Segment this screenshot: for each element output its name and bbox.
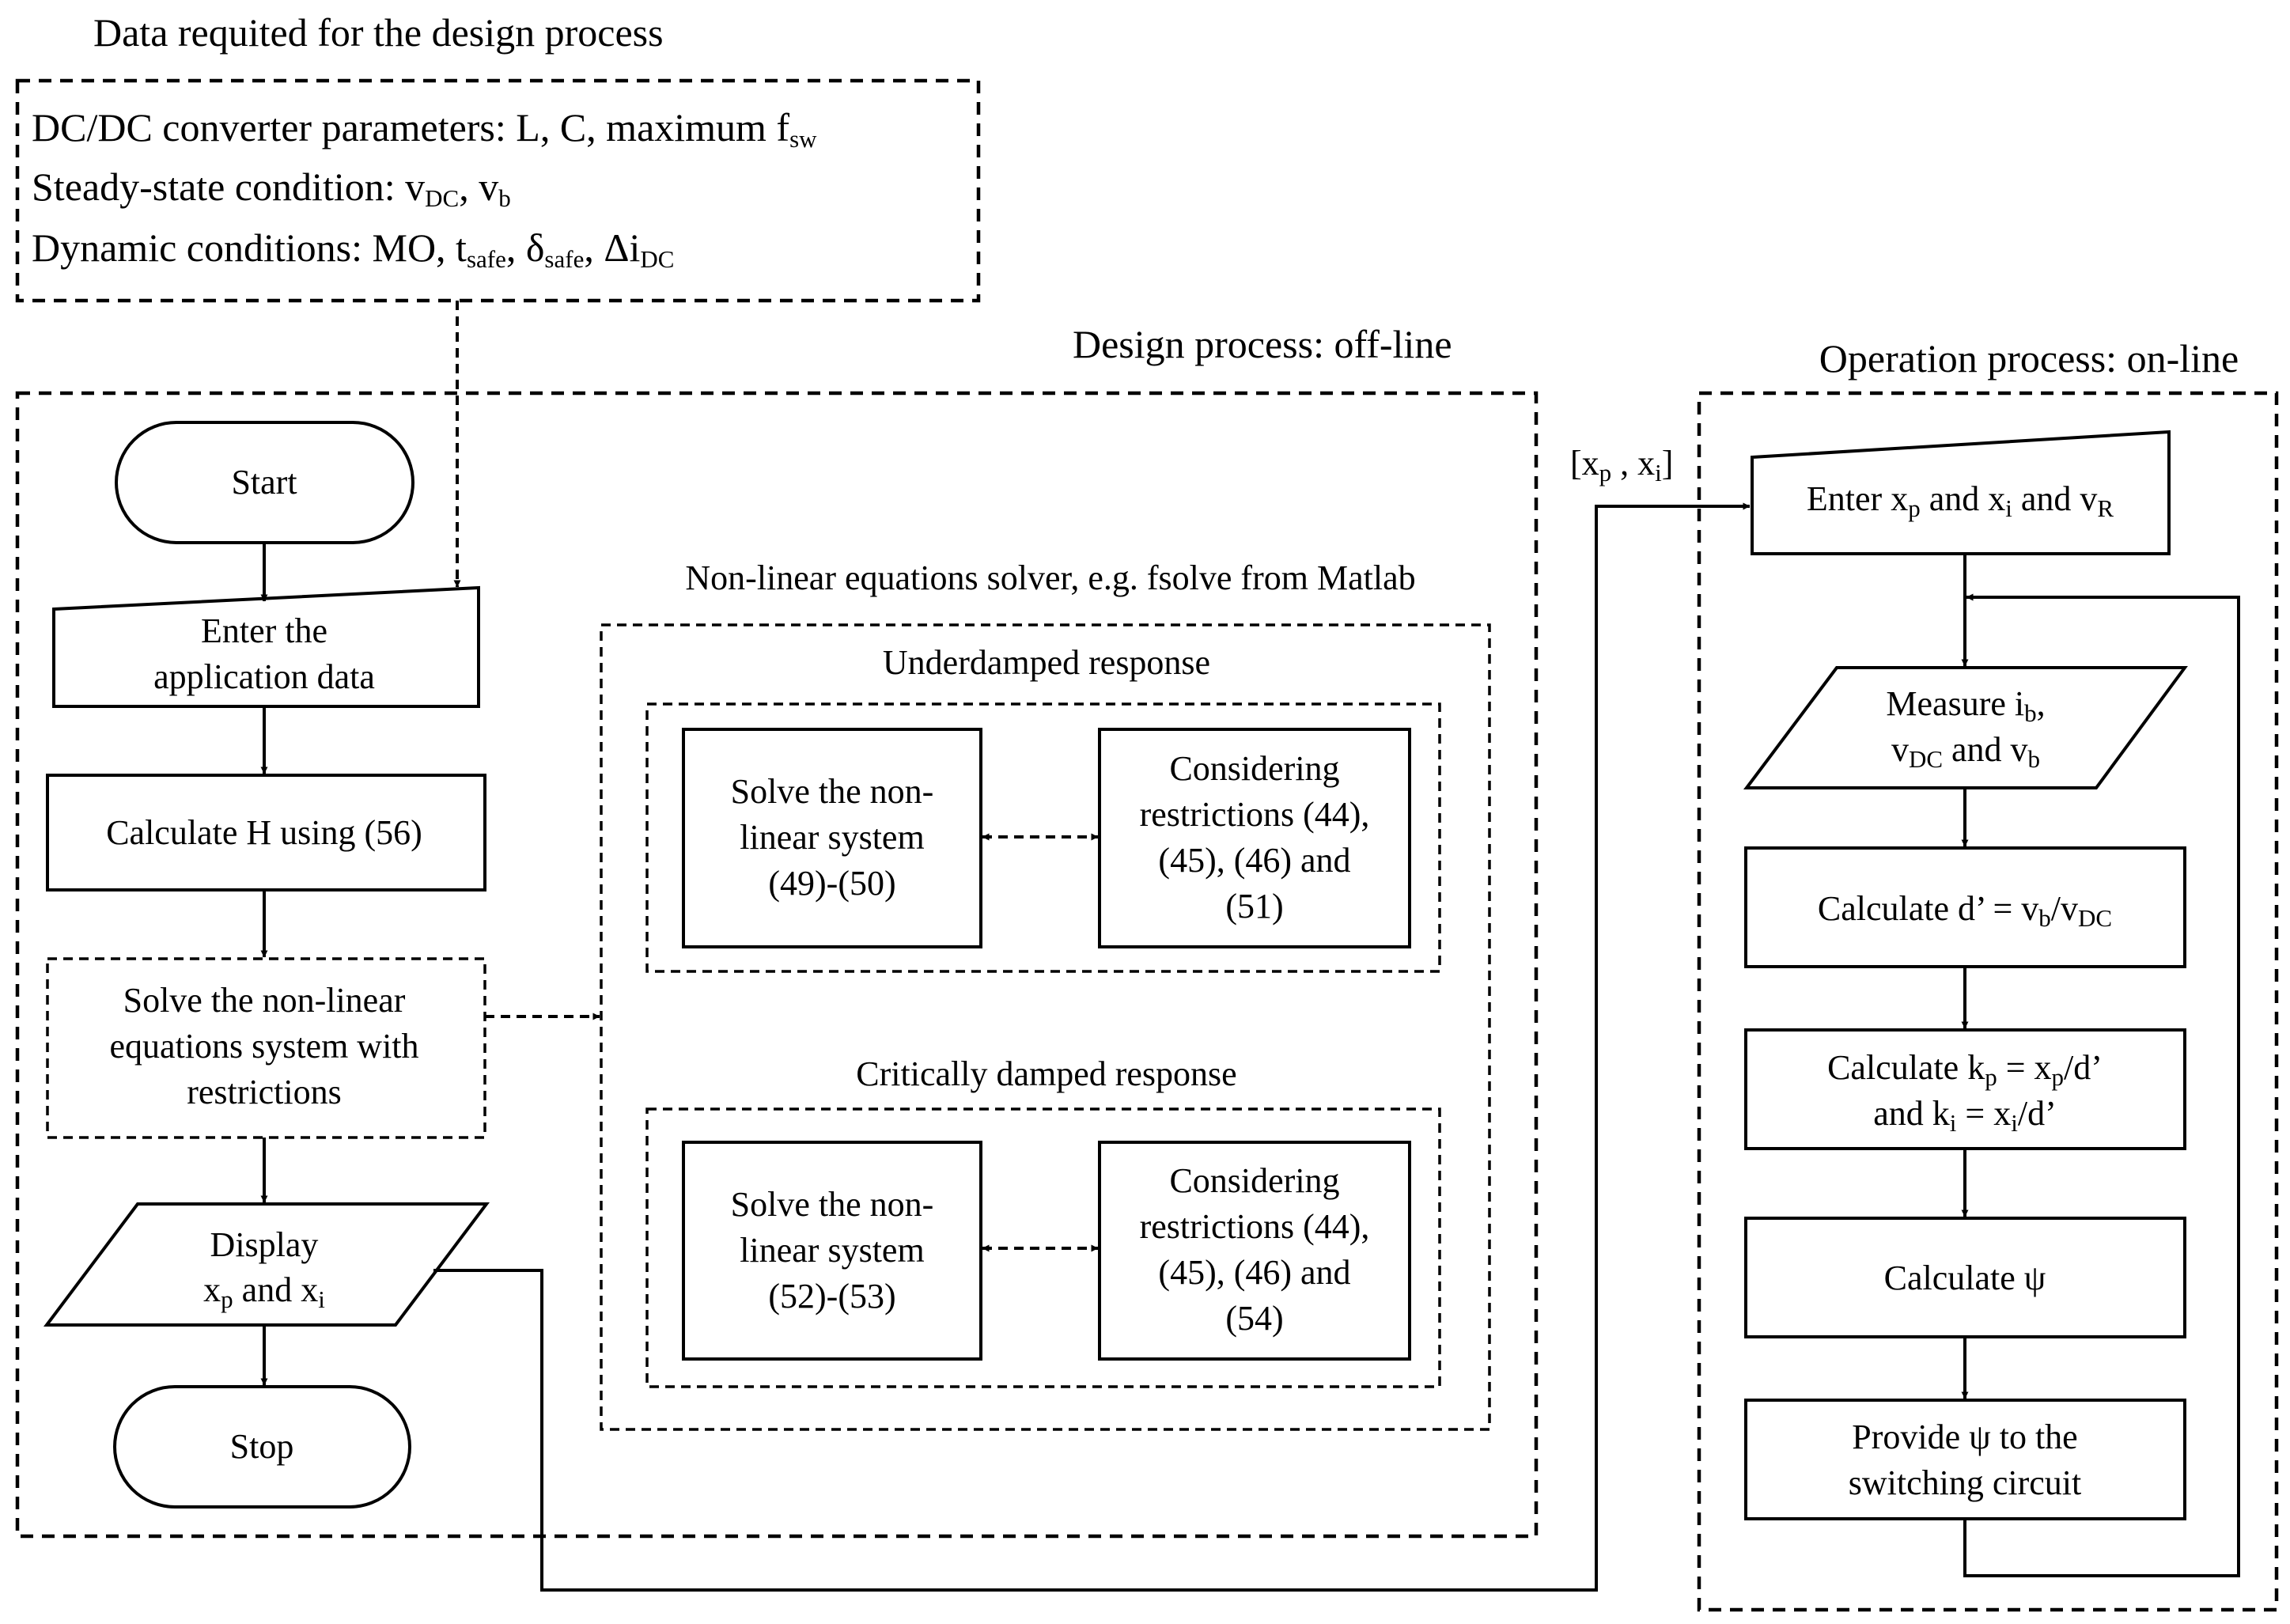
display-label-2: xp and xi <box>203 1270 325 1313</box>
arrow-feedback-loop <box>1963 593 2240 1577</box>
provide-psi-process <box>1744 1399 2186 1520</box>
critically-restrictions-label-1: Considering <box>1169 1161 1339 1200</box>
critically-solve-box <box>682 1141 982 1361</box>
underdamped-restrictions-label-2: restrictions (44), <box>1140 795 1370 834</box>
enter-gains-input <box>1751 430 2171 555</box>
calc-psi-label: Calculate ψ <box>1884 1259 2046 1297</box>
display-label-1: Display <box>210 1225 319 1264</box>
provide-psi-label-2: switching circuit <box>1849 1463 2082 1502</box>
critically-solve-label-1: Solve the non- <box>731 1185 934 1224</box>
critically-restrictions-label-4: (54) <box>1225 1299 1283 1338</box>
underdamped-solve-box <box>682 728 982 948</box>
data-line-converter: DC/DC converter parameters: L, C, maximu… <box>32 105 817 153</box>
critically-solve-label-3: (52)-(53) <box>768 1277 895 1315</box>
operation-process-title: Operation process: on-line <box>1819 336 2239 380</box>
enter-data-label-2: application data <box>153 657 375 696</box>
solver-title: Non-linear equations solver, e.g. fsolve… <box>685 558 1415 597</box>
underdamped-solve-label-2: linear system <box>740 818 924 857</box>
data-box-title: Data requited for the design process <box>93 10 664 55</box>
calc-h-label: Calculate H using (56) <box>106 813 422 852</box>
measure-input <box>1743 666 2188 789</box>
calc-psi-process <box>1744 1217 2186 1338</box>
underdamped-restrictions-label-1: Considering <box>1169 749 1339 788</box>
underdamped-restrictions-label-3: (45), (46) and <box>1158 841 1350 880</box>
critically-damped-title: Critically damped response <box>856 1054 1236 1093</box>
solve-system-process <box>46 957 486 1139</box>
underdamped-solve-label-3: (49)-(50) <box>768 864 895 903</box>
calc-d-process <box>1744 846 2186 968</box>
enter-gains-label: Enter xp and xi and vR <box>1807 479 2114 522</box>
underdamped-restrictions-label-4: (51) <box>1225 887 1283 926</box>
solve-system-label-3: restrictions <box>187 1073 342 1111</box>
solve-system-label-1: Solve the non-linear <box>123 981 406 1020</box>
measure-label-1: Measure ib, <box>1886 684 2045 727</box>
critically-restrictions-label-3: (45), (46) and <box>1158 1253 1350 1292</box>
provide-psi-label-1: Provide ψ to the <box>1852 1418 2077 1456</box>
underdamped-restrictions-box <box>1098 728 1411 948</box>
stop-terminal <box>113 1385 411 1509</box>
measure-label-2: vDC and vb <box>1891 730 2040 773</box>
operation-process-frame <box>1697 391 2279 1612</box>
design-process-frame <box>15 391 1539 1539</box>
calc-h-process <box>46 774 486 891</box>
critically-restrictions-box <box>1098 1141 1411 1361</box>
arrow-display-to-operation <box>433 502 1751 1592</box>
calc-d-label: Calculate d’ = vb/vDC <box>1818 889 2112 932</box>
calc-k-label-1: Calculate kp = xp/d’ <box>1827 1048 2103 1091</box>
stop-label: Stop <box>230 1427 294 1466</box>
underdamped-title: Underdamped response <box>883 643 1210 682</box>
enter-data-label-1: Enter the <box>201 611 327 650</box>
enter-data-input <box>52 585 480 708</box>
calc-k-process <box>1744 1028 2186 1150</box>
data-box-frame <box>15 78 981 303</box>
solve-system-label-2: equations system with <box>109 1027 418 1066</box>
start-label: Start <box>231 463 297 502</box>
display-output <box>43 1202 490 1327</box>
calc-k-label-2: and ki = xi/d’ <box>1873 1094 2057 1137</box>
data-line-dynamic: Dynamic conditions: MO, tsafe, δsafe, Δi… <box>32 225 674 273</box>
data-line-steady-state: Steady-state condition: vDC, vb <box>32 165 511 212</box>
critically-restrictions-label-2: restrictions (44), <box>1140 1207 1370 1246</box>
transfer-label: [xp , xi] <box>1570 444 1673 486</box>
critically-solve-label-2: linear system <box>740 1231 924 1270</box>
underdamped-solve-label-1: Solve the non- <box>731 772 934 811</box>
design-process-title: Design process: off-line <box>1073 322 1452 366</box>
